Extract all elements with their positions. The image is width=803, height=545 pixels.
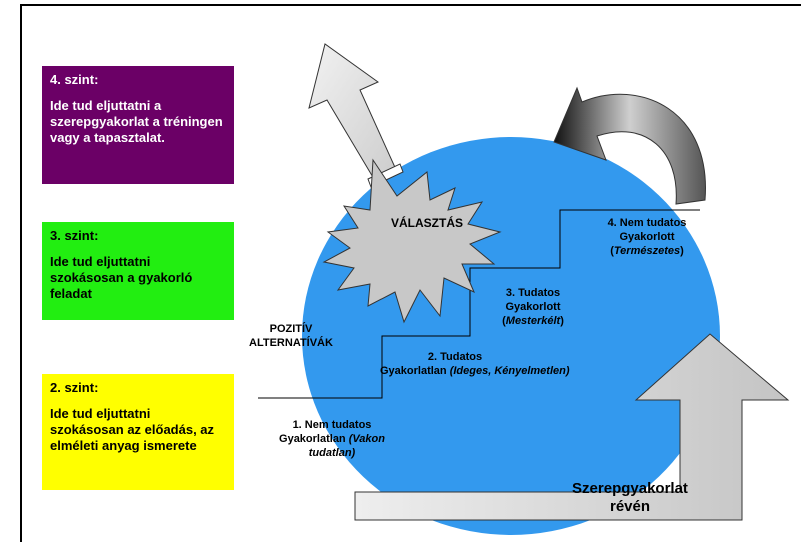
step-3-line1: 3. Tudatos — [505, 287, 561, 299]
step-2-label: 2. Tudatos Gyakorlatlan (Ideges, Kényelm… — [380, 350, 570, 378]
level-4-title: 4. szint: — [50, 72, 99, 87]
step-2-line1: 2. Tudatos — [427, 351, 483, 363]
step-4-italic: Természetes — [613, 245, 681, 257]
curved-arrow-icon — [553, 86, 706, 205]
step-4-label: 4. Nem tudatos Gyakorlott (Természetes) — [592, 216, 702, 258]
level-3-description: Ide tud eljuttatni szokásosan a gyakorló… — [50, 254, 193, 301]
practice-arrow — [354, 333, 790, 521]
choice-burst-icon — [322, 158, 502, 324]
step-1-italic: (Vakon tudatlan) — [308, 433, 385, 459]
level-3-box: 3. szint: Ide tud eljuttatni szokásosan … — [42, 222, 234, 320]
learning-circle — [302, 137, 720, 535]
practice-label: Szerepgyakorlat révén — [540, 480, 720, 516]
practice-label-line2: révén — [609, 498, 651, 515]
staircase-line — [258, 209, 700, 399]
step-4-line1: 4. Nem tudatos — [607, 217, 687, 229]
slide-frame — [20, 4, 801, 542]
step-4-line2: Gyakorlott — [619, 231, 675, 243]
step-4-paren-close: ) — [680, 245, 684, 257]
step-3-line2: Gyakorlott — [505, 301, 561, 313]
step-1-label: 1. Nem tudatos Gyakorlatlan (Vakon tudat… — [262, 418, 402, 460]
step-4-paren-open: ( — [610, 245, 614, 257]
step-1-line1: 1. Nem tudatos — [292, 419, 372, 431]
step-2-italic: (Ideges, Kényelmetlen) — [449, 365, 570, 377]
level-4-description: Ide tud eljuttatni a szerepgyakorlat a t… — [50, 98, 223, 145]
level-2-description: Ide tud eljuttatni szokásosan az előadás… — [50, 406, 215, 453]
level-2-title: 2. szint: — [50, 380, 99, 395]
step-3-paren-close: ) — [560, 315, 564, 327]
level-2-box: 2. szint: Ide tud eljuttatni szokásosan … — [42, 374, 234, 490]
step-3-italic: Mesterkélt — [505, 315, 561, 327]
positive-alternatives-label: POZITÍV ALTERNATÍVÁK — [249, 323, 333, 349]
launch-arrow-icon — [308, 43, 399, 185]
step-3-label: 3. Tudatos Gyakorlott (Mesterkélt) — [478, 286, 588, 328]
practice-label-line1: Szerepgyakorlat — [572, 480, 688, 497]
step-1-line2: Gyakorlatlan — [279, 433, 346, 445]
step-3-paren-open: ( — [502, 315, 506, 327]
level-3-title: 3. szint: — [50, 228, 99, 243]
step-2-line2: Gyakorlatlan — [380, 365, 447, 377]
choice-label: VÁLASZTÁS — [391, 216, 463, 230]
level-4-box: 4. szint: Ide tud eljuttatni a szerepgya… — [42, 66, 234, 184]
